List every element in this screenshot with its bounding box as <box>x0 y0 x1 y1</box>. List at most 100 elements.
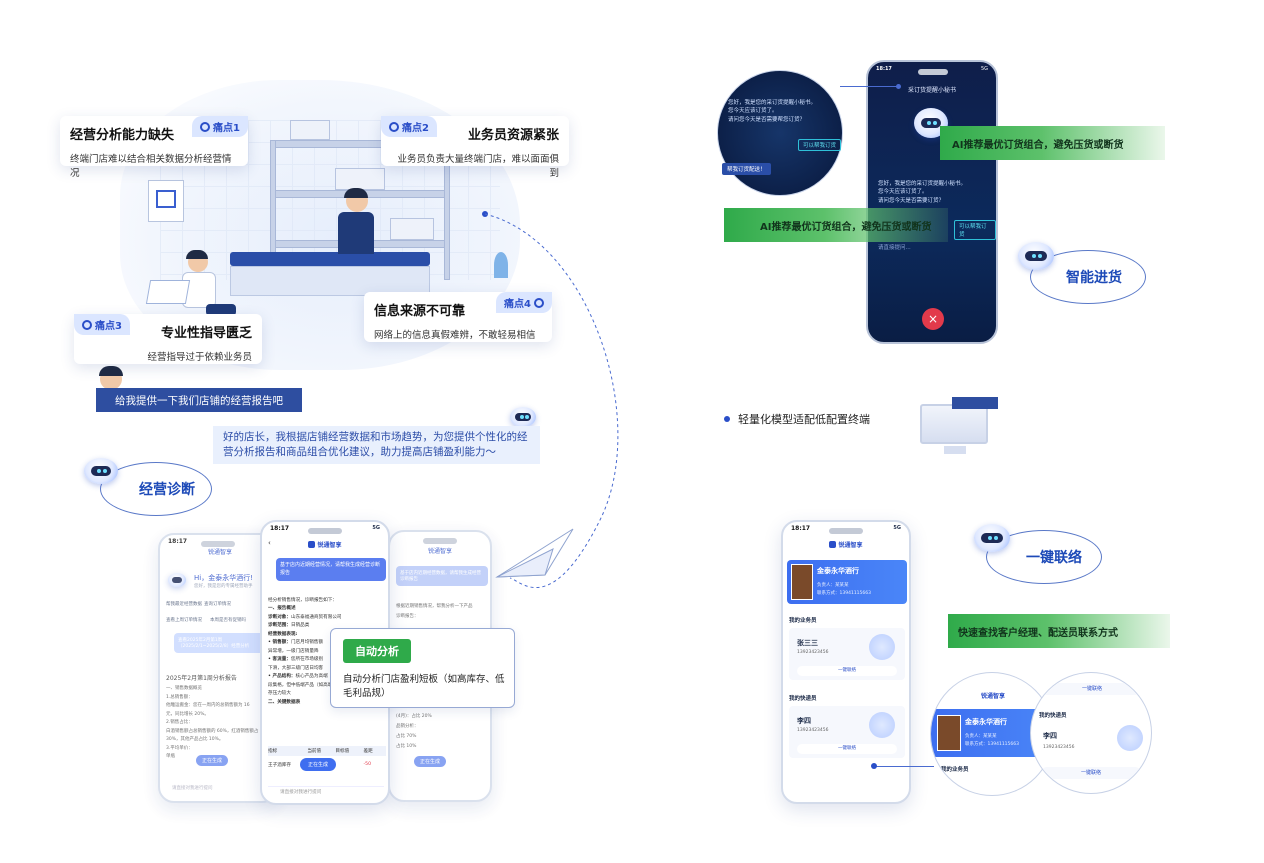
notch <box>423 538 457 544</box>
contact-number: 13923423456 <box>797 650 829 655</box>
zoom-circle-contact: 一键联络 我的快递员 李四 13923423456 一键联络 <box>1030 672 1152 794</box>
order-button[interactable]: 可以帮我订货 <box>798 139 842 151</box>
section-title: 我的快递员 <box>789 696 817 702</box>
input-placeholder[interactable]: 请直接对我进行提问 <box>280 790 322 795</box>
ai-recommend-banner: AI推荐最优订货组合，避免压货或断货 <box>940 126 1165 160</box>
shop-photo <box>791 564 813 600</box>
input-bar[interactable] <box>268 786 384 798</box>
contact-card: 李四 13923423456 一键联络 <box>789 706 905 758</box>
chip[interactable]: 帮我最近经营数据 <box>166 602 202 607</box>
phone-contact: 18:17 5G 锐通智享 金泰永华酒行 负责人：某某某 联系方式：139411… <box>781 520 911 804</box>
robot-icon <box>1018 242 1054 270</box>
generating-pill[interactable]: 正在生成 <box>300 758 337 771</box>
avatar <box>869 712 895 738</box>
dark-title: 采订货提醒小秘书 <box>907 87 956 94</box>
status-time: 18:17 <box>876 66 892 72</box>
robot-icon <box>974 524 1010 552</box>
report-body-2: (4月)：占比 20%品销分析：占比 70%占比 10% <box>396 714 432 749</box>
contact-name: 李四 <box>797 717 811 725</box>
contact-name: 李四 <box>1043 732 1057 740</box>
ai-reply: 好的店长，我根据店铺经营数据和市场趋势，为您提供个性化的经营分析报告和商品组合优… <box>213 426 540 464</box>
monitor-badge <box>952 397 998 409</box>
connector-dot <box>871 763 877 769</box>
paper-plane-icon <box>495 528 574 578</box>
pain-card-1: 经营分析能力缺失 终端门店难以结合相关数据分析经营情况 痛点1 <box>60 116 248 179</box>
user-hair <box>99 366 123 376</box>
pain-card-2: 业务员资源紧张 业务员负责大量终端门店，难以面面俱到 痛点2 <box>381 116 569 179</box>
generating-pill[interactable]: 正在生成 <box>414 756 447 767</box>
pain-desc: 经营指导过于依赖业务员 <box>147 352 252 363</box>
chip[interactable]: 查看上周订单情况 <box>166 618 202 623</box>
report-body: 经分析销售情况，诊断报告如下： 一、报告概述 诊断对象：山东泰福通商贸有限公司 … <box>268 598 365 705</box>
user-request: 基于店内近期经营数据，请帮我生成经营诊断报告 <box>396 566 488 586</box>
notch <box>308 528 342 534</box>
section-title: 我的业务员 <box>789 618 817 624</box>
status-signal: 5G <box>893 525 901 531</box>
contact-name: 张三三 <box>797 639 818 647</box>
notch <box>829 528 863 534</box>
user-prompt: 给我提供一下我们店铺的经营报告吧 <box>96 388 302 412</box>
report-body: 根据近期销售情况，帮我分析一下产品诊断报告： <box>396 604 473 619</box>
greeting: Hi，金泰永华酒行! <box>194 574 254 582</box>
contact-banner: 快速查找客户经理、配送员联系方式 <box>948 614 1170 648</box>
contact-card: 张三三 13923423456 一键联络 <box>789 628 905 680</box>
shop-card: 金泰永华酒行 负责人：某某某 联系方式：13941115663 <box>787 560 907 604</box>
notch <box>201 541 235 547</box>
monitor-stand <box>944 446 966 454</box>
zoom-circle-chat: 您好，我是您的采订货提醒小秘书。您今天应该订货了。请问您今天是否需要帮您订货？ … <box>717 70 843 196</box>
app-title: 锐通智享 <box>427 548 452 555</box>
pain-card-4: 信息来源不可靠 网络上的信息真假难辨，不敢轻易相信 痛点4 <box>364 292 552 342</box>
shop-owner: 负责人：某某某 <box>965 734 997 739</box>
pain-tag: 痛点2 <box>381 116 437 137</box>
section-title: 我的业务员 <box>941 767 969 773</box>
feature-bubble-diagnosis: 经营诊断 <box>100 462 212 516</box>
shop-name: 金泰永华酒行 <box>965 718 1007 726</box>
shop-name: 金泰永华酒行 <box>817 567 859 575</box>
robot-icon <box>84 458 118 484</box>
contact-number: 13923423456 <box>797 728 829 733</box>
chip[interactable]: 查询订单情况 <box>204 602 231 607</box>
bullet-dot <box>724 416 730 422</box>
auto-analysis-badge: 自动分析 <box>343 639 411 663</box>
pain-title: 专业性指导匮乏 <box>160 326 252 341</box>
data-table: 指标当前值目标值差距 王子酒库存-50 <box>268 746 386 770</box>
report-title: 2025年2月第1周分析报告 <box>166 675 237 682</box>
target-icon <box>82 320 92 330</box>
user-request: 基于店内近期经营情况，请帮我生成经营诊断报告 <box>276 558 386 581</box>
auto-analysis-desc: 自动分析门店盈利短板（如高库存、低毛利品规） <box>343 674 505 700</box>
table-row: 王子酒库存-50 <box>268 762 372 768</box>
connector-line <box>840 86 900 87</box>
dark-tail: 请直接提问... <box>878 245 911 251</box>
pain-desc: 业务员负责大量终端门店，难以面面俱到 <box>397 154 559 179</box>
auto-analysis-callout: 自动分析 自动分析门店盈利短板（如高库存、低毛利品规） <box>330 628 515 708</box>
back-icon[interactable]: ‹ <box>268 539 271 547</box>
generating-pill[interactable]: 正在生成 <box>196 755 229 766</box>
pain-title: 信息来源不可靠 <box>374 304 466 319</box>
ai-recommend-banner-2: AI推荐最优订货组合，避免压货或断货 <box>724 208 948 242</box>
feature-label: 一键联络 <box>1026 550 1082 566</box>
contact-number: 13923423456 <box>1043 745 1075 750</box>
phone-main: 18:17 5G ‹ 锐通智享 基于店内近期经营情况，请帮我生成经营诊断报告 经… <box>260 520 390 805</box>
contact-button[interactable]: 一键联络 <box>1041 767 1141 779</box>
shop-owner: 负责人：某某某 <box>817 583 849 588</box>
status-time: 18:17 <box>791 525 811 532</box>
contact-button[interactable]: 一键联络 <box>797 744 897 754</box>
app-title: 锐通智享 <box>262 540 388 549</box>
phone-left: 18:17 锐通智享 Hi，金泰永华酒行! 您好，我是您的专属经营助手 帮我最近… <box>158 533 278 803</box>
app-logo-icon <box>308 541 316 548</box>
chip[interactable]: 本周是否有促销吗 <box>210 618 246 623</box>
user-request: 查看2025年2月第1周（2025/2/1~2025/2/8）经营分析 <box>174 633 274 653</box>
pain-desc: 网络上的信息真假难辨，不敢轻易相信 <box>374 330 536 341</box>
contact-button[interactable]: 一键联络 <box>797 666 897 676</box>
contact-button[interactable]: 一键联络 <box>1037 683 1147 695</box>
pain-tag: 痛点3 <box>74 314 130 335</box>
order-button[interactable]: 可以帮我订货 <box>954 220 996 240</box>
target-icon <box>200 122 211 132</box>
shop-phone: 联系方式：13941115663 <box>965 742 1019 747</box>
input-placeholder[interactable]: 请直接对我进行提问 <box>172 786 213 791</box>
target-icon <box>389 122 399 132</box>
robot-icon <box>168 573 186 587</box>
hangup-icon[interactable]: × <box>922 308 944 330</box>
avatar <box>1117 725 1143 751</box>
